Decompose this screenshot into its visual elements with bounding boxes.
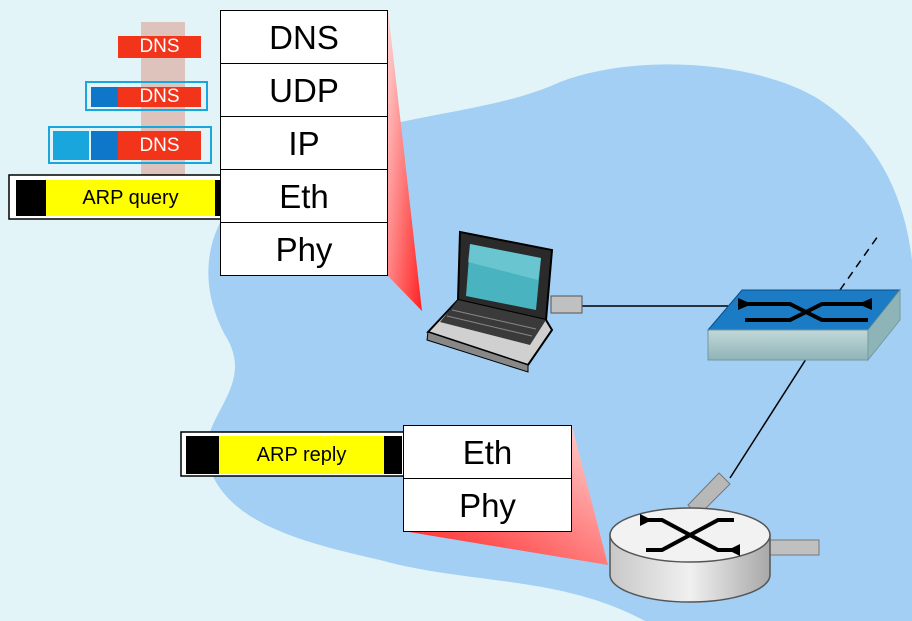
router-protocol-stack: Eth Phy	[403, 425, 572, 532]
host-layer-eth: Eth	[221, 170, 387, 223]
arp-reply-eth-trailer	[384, 436, 402, 474]
ip-datagram-label: DNS	[139, 135, 180, 156]
ip-payload	[118, 131, 201, 160]
router-icon[interactable]	[609, 472, 820, 603]
arp-query-body	[46, 180, 215, 216]
udp-segment-label: DNS	[139, 86, 180, 107]
ip-datagram-outline	[48, 126, 212, 164]
router-layer-phy: Phy	[459, 487, 516, 524]
router-layer-eth: Eth	[404, 426, 571, 479]
udp-header	[91, 87, 118, 107]
host-layer-udp: UDP	[221, 64, 387, 117]
arp-reply-eth-header	[186, 436, 219, 474]
host-layer-dns: DNS	[221, 11, 387, 64]
host-layer-ip: IP	[221, 117, 387, 170]
arp-query-eth-header	[16, 180, 46, 216]
arp-reply-label: ARP reply	[256, 444, 347, 466]
ip-header	[53, 131, 89, 160]
host-protocol-stack: DNS UDP IP Eth Phy	[220, 10, 388, 276]
switch-router-link	[729, 355, 809, 479]
dns-message-payload	[118, 36, 201, 58]
ip-udp-header	[91, 131, 118, 160]
laptop-icon[interactable]	[426, 230, 583, 373]
host-stack-funnel	[388, 10, 422, 311]
switch-icon[interactable]	[706, 288, 902, 362]
arp-reply-body	[219, 436, 384, 474]
arp-query-label: ARP query	[82, 187, 179, 209]
udp-payload	[118, 87, 201, 107]
host-layer-phy: Phy	[275, 231, 333, 268]
switch-uplink-dashed	[839, 235, 879, 291]
udp-segment-outline	[85, 81, 208, 111]
dns-message-label: DNS	[139, 36, 180, 57]
